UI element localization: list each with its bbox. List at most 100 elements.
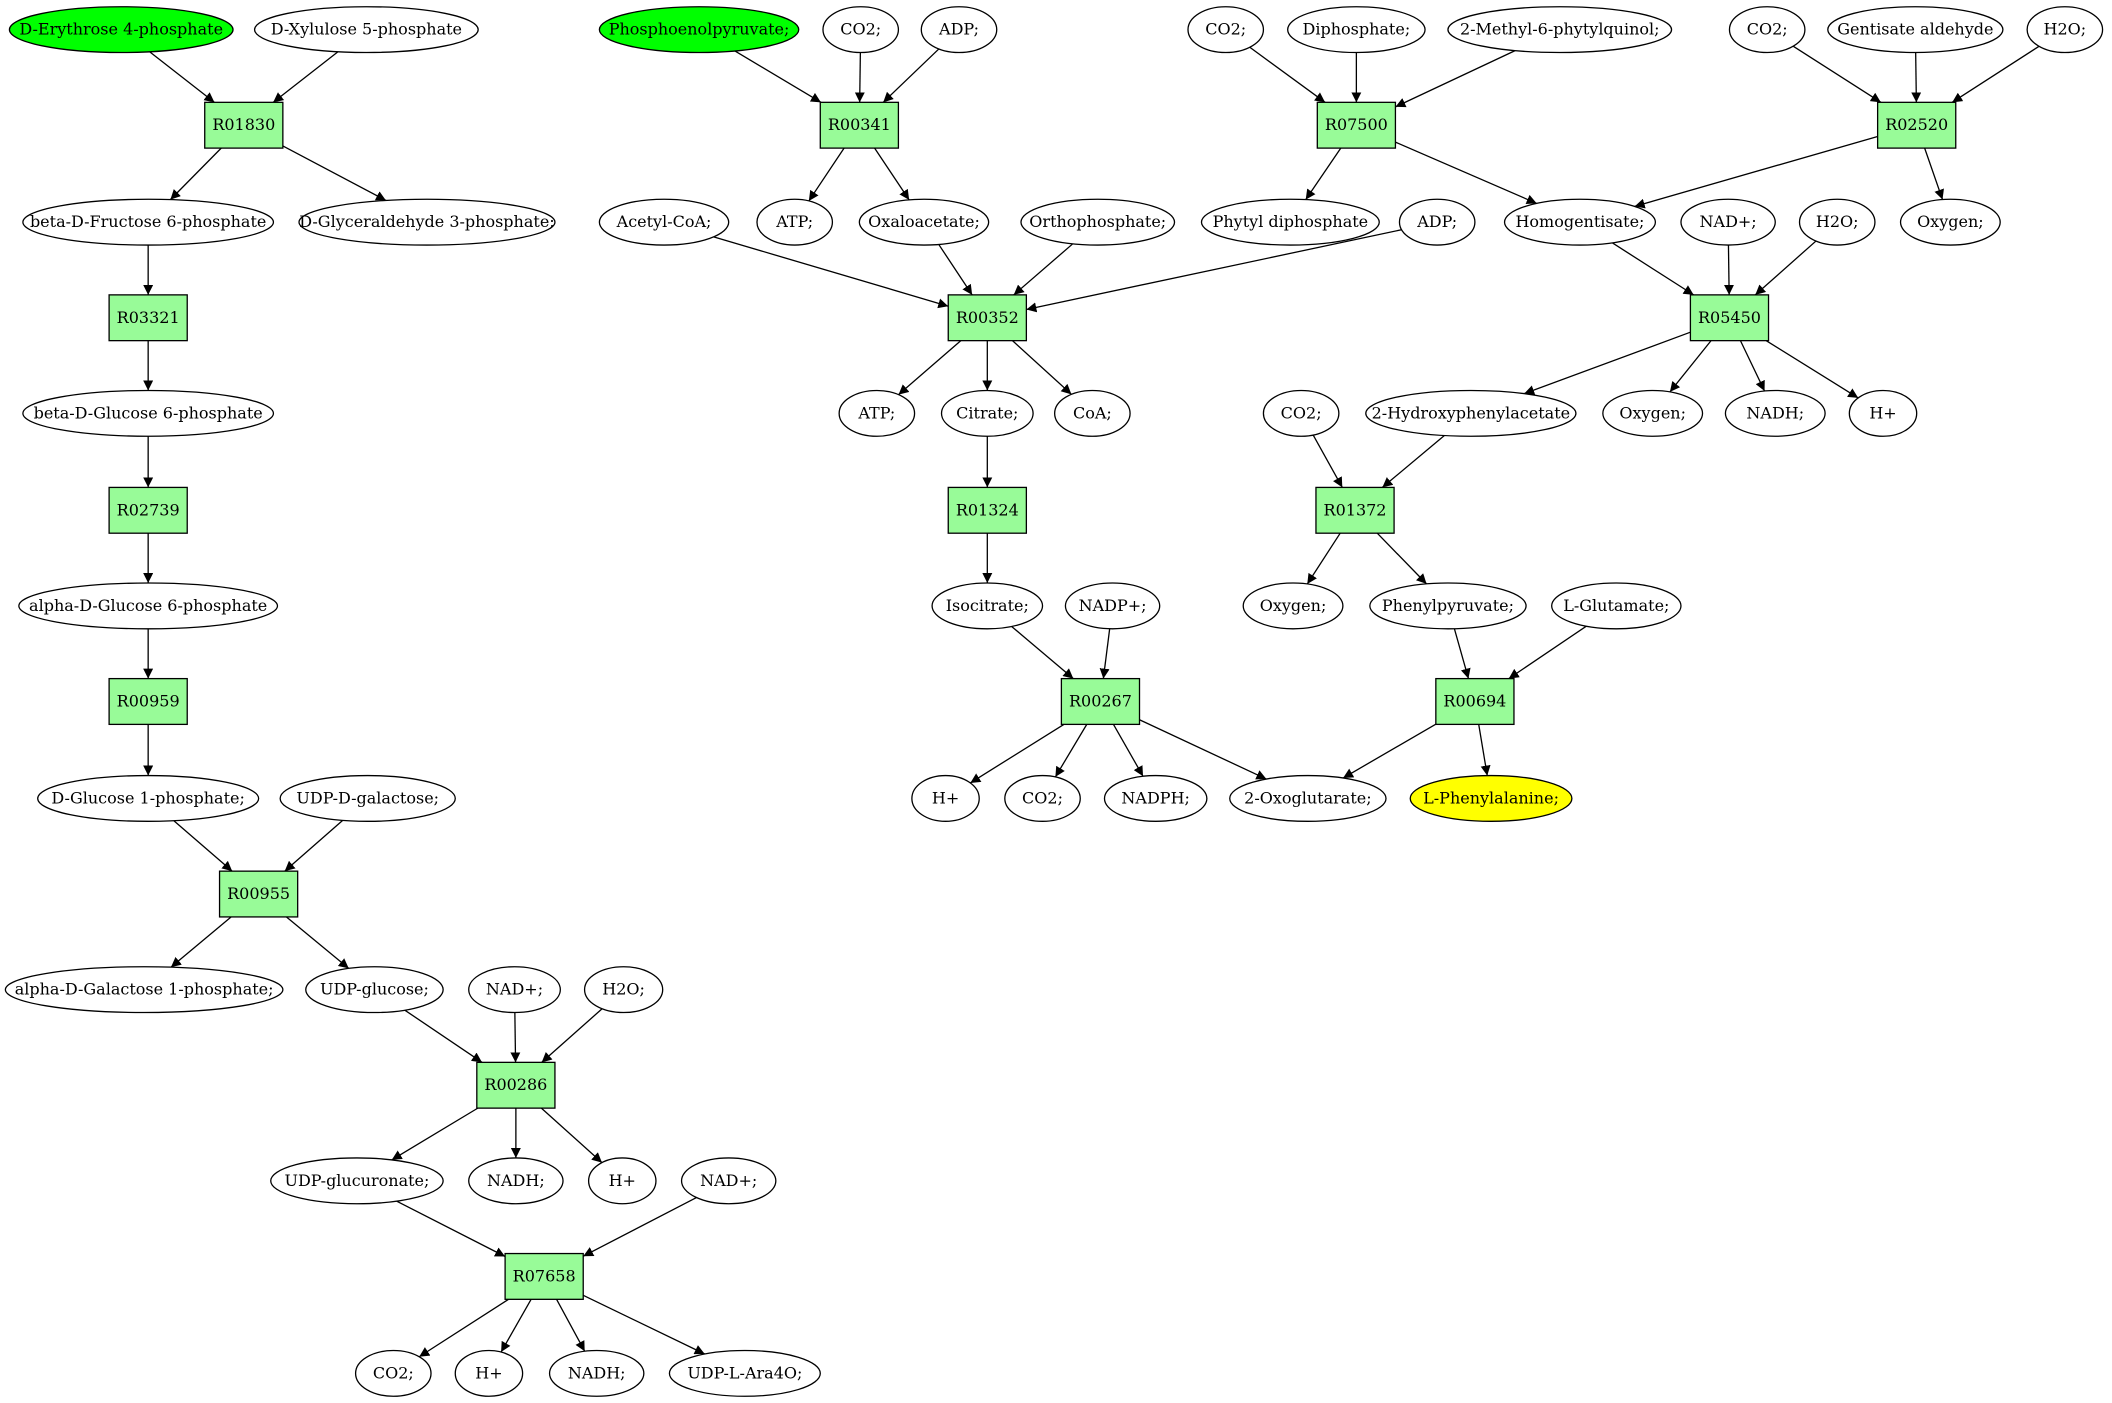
compound-ellipse [1680,198,1776,246]
reaction-node-r01830[interactable]: R01830 [204,101,284,149]
reaction-node-r02739[interactable]: R02739 [108,486,188,534]
node-label: R01830 [212,115,275,134]
compound-node-hpa[interactable]: 2-Hydroxyphenylacetate [1365,389,1577,437]
reaction-node-r07500[interactable]: R07500 [1316,101,1397,149]
reaction-node-r00959[interactable]: R00959 [108,677,188,726]
compound-node-nadh-c[interactable]: NADH; [1724,389,1826,437]
compound-node-xu5p[interactable]: D-Xylulose 5-phosphate [253,6,479,54]
compound-node-hp-b[interactable]: H+ [454,1349,524,1397]
compound-node-oaa[interactable]: Oxaloacetate; [858,198,990,246]
compound-node-icit[interactable]: Isocitrate; [931,582,1044,630]
compound-node-nadp[interactable]: NADP+; [1064,582,1161,630]
node-label: ATP; [857,403,895,422]
compound-node-nadh-b[interactable]: NADH; [548,1349,645,1397]
compound-node-adp-a[interactable]: ADP; [920,6,998,54]
edge-hga-to-r05450 [1611,242,1695,296]
compound-node-udpglcur[interactable]: UDP-glucuronate; [270,1157,444,1205]
reaction-node-r05450[interactable]: R05450 [1689,294,1770,342]
compound-node-udpara[interactable]: UDP-L-Ara4O; [668,1349,821,1397]
compound-node-udpglc[interactable]: UDP-glucose; [305,966,444,1014]
node-label: ATP; [775,212,813,231]
compound-node-hga[interactable]: Homogentisate; [1503,198,1657,246]
compound-node-co2-e[interactable]: CO2; [1728,6,1806,54]
edge-r02520-to-hga [1634,135,1878,209]
compound-node-gald[interactable]: Gentisate aldehyde [1827,6,2004,54]
edge-r00341-to-atp-a [808,147,845,202]
edge-r00267-to-nadph [1112,724,1144,777]
reaction-node-r01372[interactable]: R01372 [1315,486,1395,534]
compound-node-oxy-a[interactable]: Oxygen; [1899,198,2001,246]
node-label: R07500 [1325,115,1388,134]
reaction-node-r00286[interactable]: R00286 [476,1061,556,1109]
reaction-node-r07658[interactable]: R07658 [504,1252,584,1300]
compound-node-nad-b[interactable]: NAD+; [680,1157,777,1205]
compound-node-pi[interactable]: Orthophosphate; [1020,198,1176,246]
compound-ellipse [680,1157,777,1205]
reaction-box [1315,486,1395,534]
node-label: CO2; [1205,20,1246,39]
compound-node-akg[interactable]: 2-Oxoglutarate; [1229,774,1387,822]
compound-node-h2o-c[interactable]: H2O; [1798,198,1876,246]
compound-node-hp-a[interactable]: H+ [587,1157,657,1205]
compound-node-co2-f[interactable]: CO2; [1262,389,1340,437]
reaction-box [1876,101,1957,149]
compound-node-agal1p[interactable]: alpha-D-Galactose 1-phosphate; [4,966,284,1014]
reaction-node-r01324[interactable]: R01324 [947,486,1028,534]
compound-node-oxy-b[interactable]: Oxygen; [1602,389,1704,437]
compound-node-phe[interactable]: L-Phenylalanine; [1409,774,1573,822]
compound-node-nad-c[interactable]: NAD+; [1680,198,1776,246]
compound-node-co2-b[interactable]: CO2; [822,6,900,54]
compound-node-g3p[interactable]: D-Glyceraldehyde 3-phosphate; [298,198,556,246]
compound-ellipse [454,1349,524,1397]
reaction-box [1060,677,1141,726]
reaction-node-r00694[interactable]: R00694 [1435,677,1515,726]
compound-node-f6p[interactable]: beta-D-Fructose 6-phosphate [22,198,275,246]
reaction-node-r00955[interactable]: R00955 [218,870,299,918]
compound-ellipse [1064,582,1161,630]
compound-ellipse [583,966,664,1014]
compound-node-hp-c[interactable]: H+ [911,774,980,822]
compound-ellipse [1103,774,1208,822]
compound-node-mpq[interactable]: 2-Methyl-6-phytylquinol; [1447,6,1673,54]
compound-node-udpgal[interactable]: UDP-D-galactose; [279,774,456,822]
compound-node-cit[interactable]: Citrate; [940,389,1034,437]
node-label: D-Glucose 1-phosphate; [51,788,244,807]
compound-node-g1p[interactable]: D-Glucose 1-phosphate; [37,774,260,822]
compound-node-h2o-a[interactable]: H2O; [583,966,664,1014]
reaction-node-r00352[interactable]: R00352 [947,294,1028,342]
reaction-node-r00267[interactable]: R00267 [1060,677,1141,726]
compound-ellipse [668,1349,821,1397]
compound-node-co2-d[interactable]: CO2; [1187,6,1265,54]
compound-node-hp-d[interactable]: H+ [1848,389,1918,437]
reaction-node-r03321[interactable]: R03321 [108,294,188,342]
reaction-node-r02520[interactable]: R02520 [1876,101,1957,149]
compound-node-nadh-a[interactable]: NADH; [468,1157,564,1205]
compound-node-co2-c[interactable]: CO2; [1004,774,1081,822]
compound-node-e4p[interactable]: D-Erythrose 4-phosphate [8,6,234,54]
compound-node-ag6p[interactable]: alpha-D-Glucose 6-phosphate [18,582,279,630]
node-label: H2O; [2044,20,2087,39]
compound-node-oxy-c[interactable]: Oxygen; [1242,582,1344,630]
compound-node-atp-a[interactable]: ATP; [756,198,834,246]
compound-node-coa[interactable]: CoA; [1054,389,1131,437]
compound-node-adp-b[interactable]: ADP; [1398,198,1476,246]
compound-node-nad-a[interactable]: NAD+; [468,966,561,1014]
compound-node-glu[interactable]: L-Glutamate; [1551,582,1682,630]
compound-node-nadph[interactable]: NADPH; [1103,774,1208,822]
edge-r07658-to-udpara [582,1294,706,1355]
reaction-node-r00341[interactable]: R00341 [819,101,900,149]
compound-node-ppyr[interactable]: Phenylpyruvate; [1369,582,1527,630]
compound-ellipse [253,6,479,54]
compound-node-acoa[interactable]: Acetyl-CoA; [598,198,730,246]
compound-ellipse [1262,389,1340,437]
reaction-box [504,1252,584,1300]
compound-node-ppi[interactable]: Diphosphate; [1287,6,1426,54]
compound-node-bg6p[interactable]: beta-D-Glucose 6-phosphate [22,389,275,437]
compound-node-atp-b[interactable]: ATP; [838,389,916,437]
compound-node-h2o-b[interactable]: H2O; [2026,6,2104,54]
reaction-box [476,1061,556,1109]
compound-node-pep[interactable]: Phosphoenolpyruvate; [598,6,800,54]
compound-node-co2-a[interactable]: CO2; [354,1349,432,1397]
compound-node-phytpp[interactable]: Phytyl diphosphate [1200,198,1380,246]
edge-co2-e-to-r02520 [1792,45,1882,103]
